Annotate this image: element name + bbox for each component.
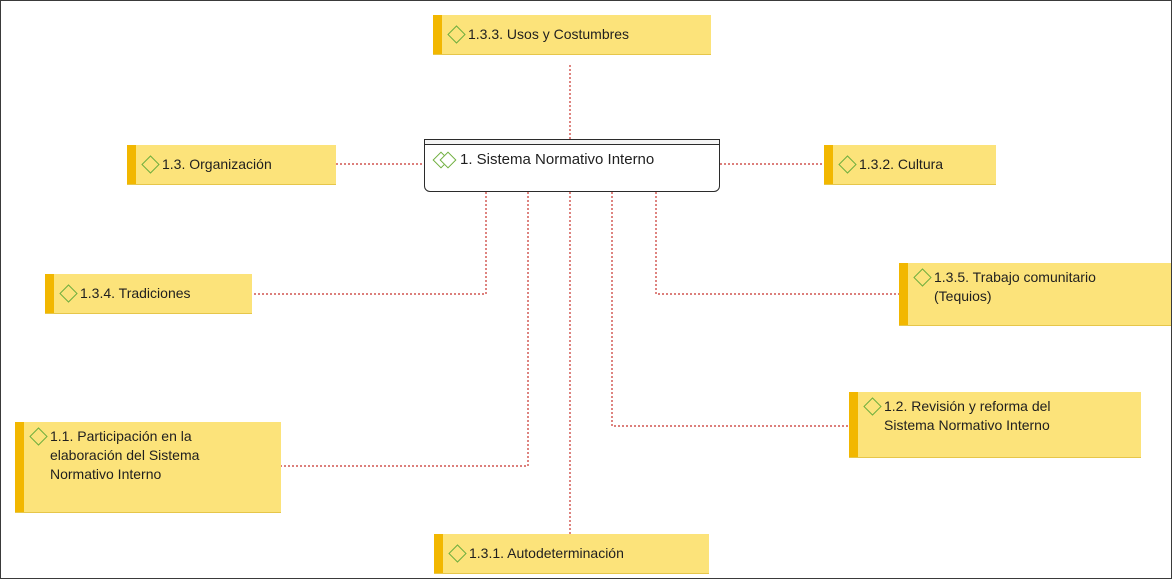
diamond-icon [29,427,48,446]
central-topic-tab [424,139,720,145]
connector-revision [611,192,849,427]
connector-trabajo [655,192,899,295]
node-label: 1.3.3. Usos y Costumbres [468,26,630,42]
connector-tradiciones [252,192,487,295]
node-participacion[interactable]: 1.1. Participación en la elaboración del… [15,422,281,513]
diamond-icon [447,25,466,44]
node-label: 1.3.5. Trabajo comunitario (Tequios) [934,269,1096,304]
node-label: 1.2. Revisión y reforma del Sistema Norm… [884,398,1051,433]
diamond-icon [863,397,882,416]
node-autodeterminacion[interactable]: 1.3.1. Autodeterminación [434,534,709,574]
node-trabajo-comunitario[interactable]: 1.3.5. Trabajo comunitario (Tequios) [899,263,1171,326]
diamond-icon [838,155,857,174]
node-label: 1.3.1. Autodeterminación [469,545,624,561]
connector-participacion [281,192,529,467]
diamond-icon [59,284,78,303]
node-cultura[interactable]: 1.3.2. Cultura [824,145,996,185]
diamond-icon [448,544,467,563]
double-diamond-icon [432,151,457,168]
node-label: 1.3.4. Tradiciones [80,285,191,301]
diamond-icon [141,155,160,174]
node-usos-y-costumbres[interactable]: 1.3.3. Usos y Costumbres [433,15,711,55]
central-topic-label: 1. Sistema Normativo Interno [460,151,655,168]
diamond-icon [913,268,932,287]
node-label: 1.1. Participación en la elaboración del… [50,428,200,482]
central-topic-node[interactable]: 1. Sistema Normativo Interno [424,139,720,192]
node-organizacion[interactable]: 1.3. Organización [127,145,336,185]
node-revision-reforma[interactable]: 1.2. Revisión y reforma del Sistema Norm… [849,392,1141,458]
node-label: 1.3.2. Cultura [859,156,944,172]
node-label: 1.3. Organización [162,156,272,172]
node-tradiciones[interactable]: 1.3.4. Tradiciones [45,274,252,314]
